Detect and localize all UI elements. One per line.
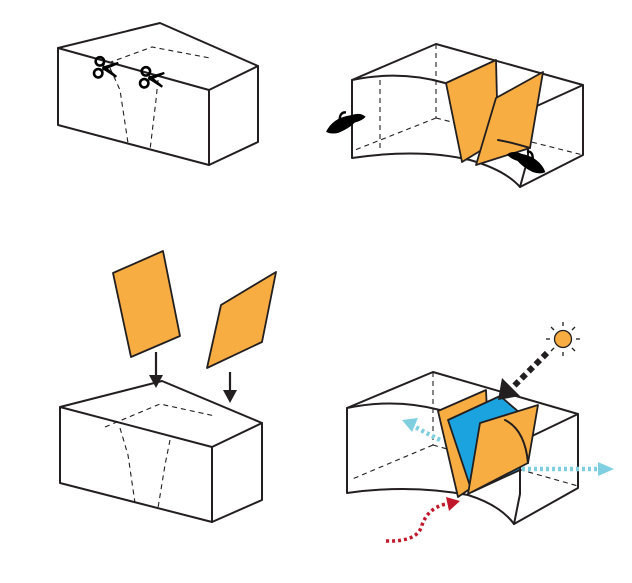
- slot-line-right: [158, 440, 170, 508]
- falling-panel-right: [207, 272, 276, 368]
- box-outline: [58, 23, 258, 165]
- hand-icon: [323, 108, 368, 136]
- cut-line-right: [150, 80, 158, 150]
- heat-arrow-icon: [386, 497, 460, 541]
- scissors-icon: [139, 67, 165, 90]
- sun-icon: [546, 322, 580, 356]
- box-outline: [60, 381, 262, 522]
- down-arrow-icon: [223, 372, 237, 403]
- slot-line-left: [120, 428, 135, 503]
- light-arrow-icon: [498, 353, 547, 400]
- box-top-front-edge: [60, 407, 262, 447]
- falling-panel-left: [113, 251, 180, 357]
- step-open-box: [323, 44, 583, 187]
- air-arrow-icon: [402, 418, 440, 440]
- step-cut-box: [58, 23, 258, 165]
- cut-line-left: [110, 68, 128, 143]
- air-arrow-icon: [522, 462, 614, 476]
- step-insert: [60, 251, 276, 522]
- step-result: [347, 322, 614, 541]
- scissors-icon: [93, 57, 119, 80]
